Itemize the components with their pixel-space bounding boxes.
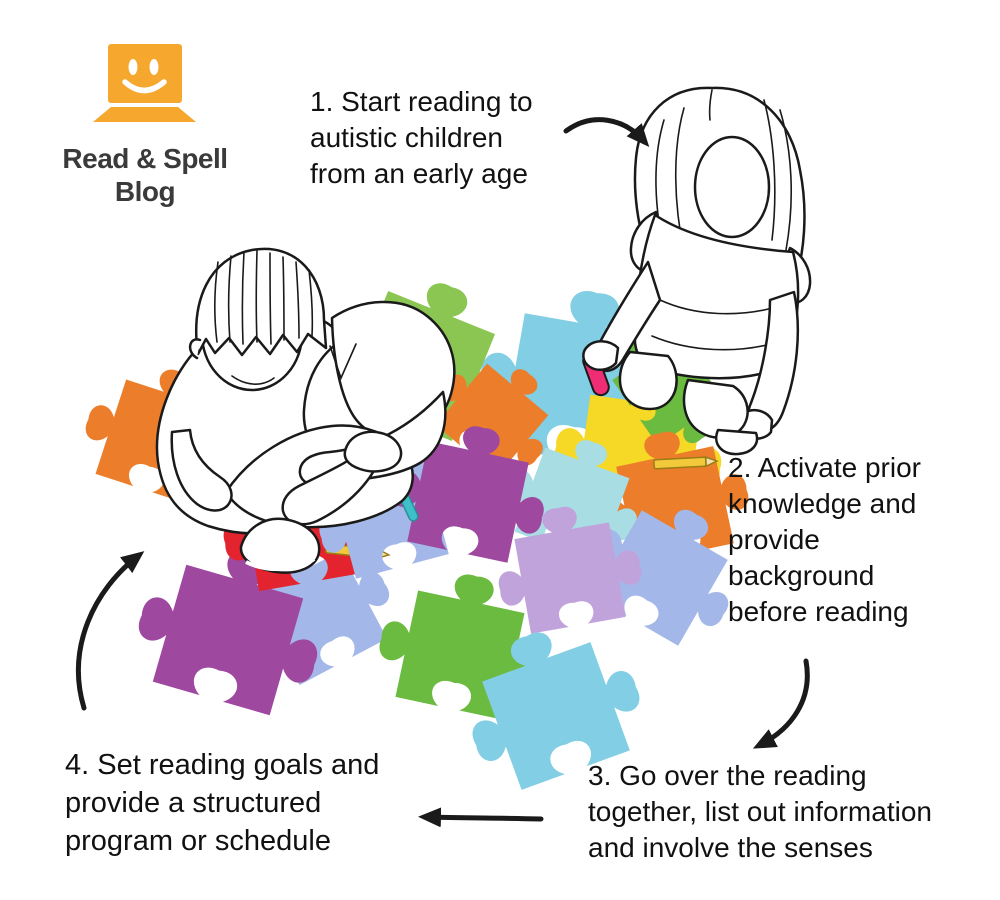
smiley-mouth: [122, 79, 167, 94]
arrow-step3-to-step4: [418, 807, 544, 828]
brand-name: Read & Spell: [62, 143, 228, 174]
step-2-text: 2. Activate prior knowledge and provide …: [728, 450, 921, 630]
boy-ear: [188, 338, 202, 360]
step-1-line: from an early age: [310, 158, 528, 189]
step-4-line: 4. Set reading goals and: [65, 749, 380, 781]
arrow-step2-to-step3: [752, 658, 810, 749]
step-2-line: knowledge and: [728, 488, 917, 519]
step-4-line: provide a structured: [65, 787, 322, 819]
arrow-step4-to-start: [75, 551, 145, 711]
step-4-text: 4. Set reading goals and provide a struc…: [65, 746, 379, 860]
boy-left-arm: [170, 428, 233, 512]
girl-left-hand: [582, 340, 620, 372]
boy-collar: [231, 375, 275, 385]
step-1-text: 1. Start reading to autistic children fr…: [310, 84, 533, 192]
brand-logo: Read & Spell Blog: [40, 40, 250, 208]
brand-subtitle: Blog: [114, 176, 176, 207]
step-3-line: and involve the senses: [588, 832, 873, 863]
smiley-right-eye: [149, 59, 159, 75]
girl-left-knee: [618, 350, 678, 411]
boy-hair-strands: [214, 250, 314, 345]
arrow-step1-to-girl: [563, 117, 650, 148]
step-2-line: 2. Activate prior: [728, 452, 921, 483]
laptop-screen: [108, 44, 182, 103]
step-2-line: provide: [728, 524, 820, 555]
step-1-line: autistic children: [310, 122, 503, 153]
step-3-text: 3. Go over the reading together, list ou…: [588, 758, 932, 866]
girl-hair-strands: [655, 89, 793, 295]
step-1-line: 1. Start reading to: [310, 86, 533, 117]
step-2-line: before reading: [728, 596, 909, 627]
step-3-line: together, list out information: [588, 796, 932, 827]
girl-face: [693, 135, 771, 239]
girl-dress-folds: [651, 299, 781, 351]
girl-illustration: [582, 86, 812, 456]
boy-shoe-sole: [245, 557, 316, 572]
laptop-smiley-icon: [93, 44, 196, 122]
boy-shirt-vneck: [329, 343, 357, 381]
smiley-left-eye: [128, 59, 138, 75]
step-3-line: 3. Go over the reading: [588, 760, 867, 791]
laptop-base: [93, 107, 196, 122]
step-4-line: program or schedule: [65, 825, 331, 857]
boy-illustration: [155, 247, 456, 574]
step-2-line: background: [728, 560, 875, 591]
girl-foot: [715, 428, 759, 456]
boy-shoe-right: [343, 430, 403, 473]
